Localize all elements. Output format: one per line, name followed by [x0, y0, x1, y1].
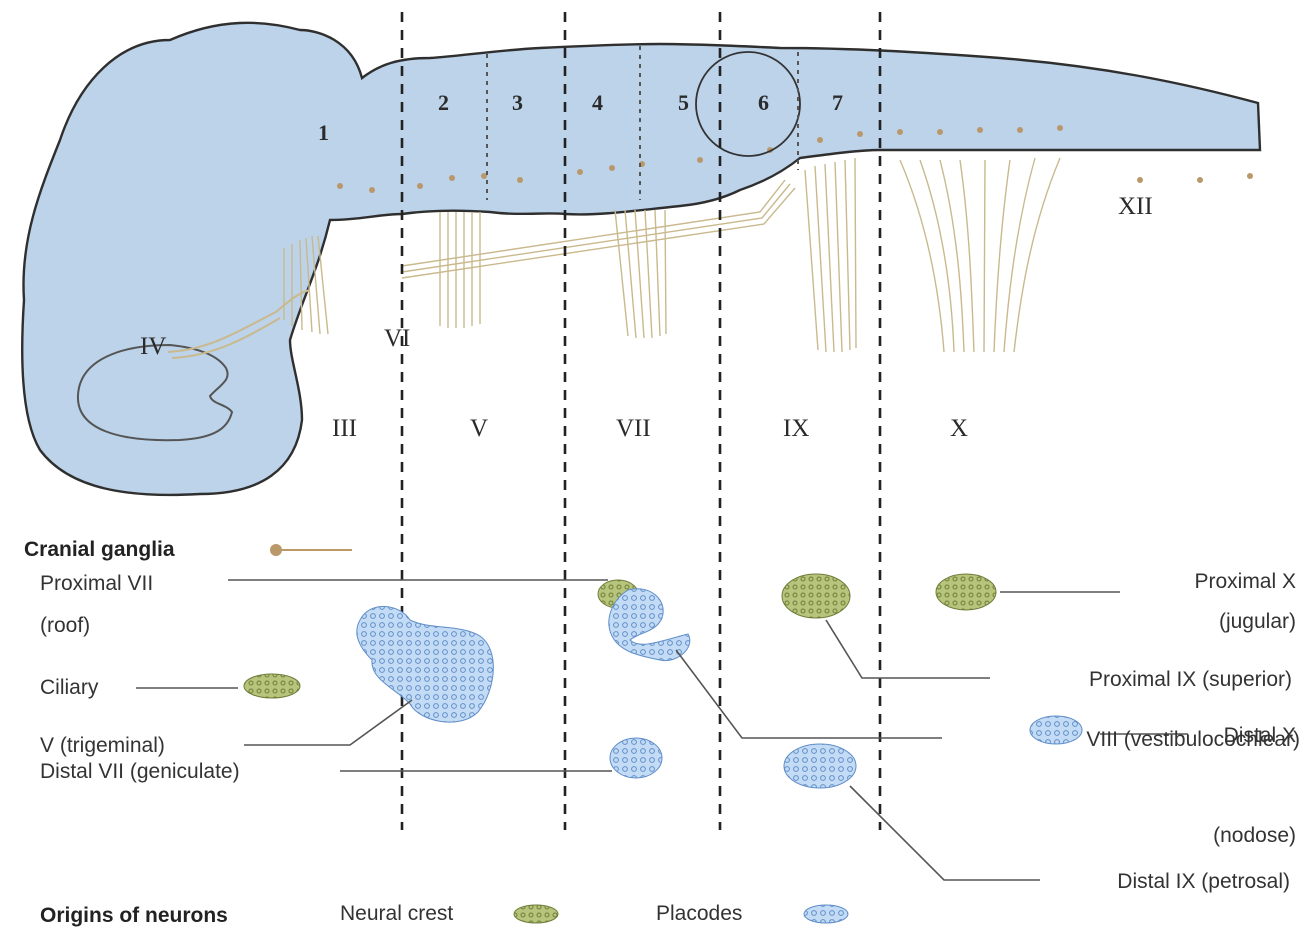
nerve-label-v: V [470, 415, 488, 442]
rhombomere-6: 6 [758, 90, 769, 115]
distal-vii-ganglion [610, 738, 662, 778]
distal-x-ganglion [1030, 716, 1082, 744]
neural-crest-legend-label: Neural crest [340, 902, 453, 925]
proximal-vii-label: Proximal VII [40, 572, 153, 595]
trigeminal-label: V (trigeminal) [40, 734, 165, 757]
nerve-label-x: X [950, 415, 968, 442]
rhombomere-1: 1 [318, 120, 329, 145]
neural-crest-cluster-icon [514, 905, 558, 923]
nerve-label-xii: XII [1118, 193, 1153, 220]
distal-vii-label: Distal VII (geniculate) [40, 760, 240, 783]
nerve-label-iv: IV [140, 333, 166, 360]
distal-x-sublabel: (nodose) [1213, 824, 1296, 847]
ciliary-label: Ciliary [40, 676, 99, 699]
cranial-ganglia-heading: Cranial ganglia [24, 538, 175, 561]
ciliary-ganglion [244, 674, 300, 698]
trigeminal-ganglion [357, 606, 494, 722]
nerve-label-vii: VII [616, 415, 651, 442]
distal-ix-ganglion [784, 744, 856, 788]
vii-viii-ganglion-complex [598, 580, 690, 661]
fiber-bundle-ix [805, 158, 856, 352]
nerve-label-ix: IX [783, 415, 809, 442]
placodes-legend-label: Placodes [656, 902, 742, 925]
origins-legend-title: Origins of neurons [40, 904, 228, 927]
proximal-ix-label: Proximal IX (superior) [1089, 668, 1292, 691]
ganglion-pin-icon [270, 544, 352, 556]
distal-x-label: Distal X [1224, 724, 1296, 747]
fiber-bundle-x [900, 158, 1060, 352]
nerve-label-vi: VI [384, 325, 410, 352]
rhombomere-2: 2 [438, 90, 449, 115]
rhombomere-3: 3 [512, 90, 523, 115]
rhombomere-4: 4 [592, 90, 603, 115]
placode-cluster-icon [804, 905, 848, 923]
proximal-x-ganglion [936, 574, 996, 610]
rhombomere-5: 5 [678, 90, 689, 115]
proximal-vii-sublabel: (roof) [40, 614, 90, 637]
proximal-x-sublabel: (jugular) [1219, 610, 1296, 633]
proximal-ix-ganglion [782, 574, 850, 618]
rhombomere-7: 7 [832, 90, 843, 115]
distal-ix-label: Distal IX (petrosal) [1117, 870, 1290, 893]
proximal-x-label: Proximal X [1194, 570, 1296, 593]
fiber-bundle-vii [615, 210, 666, 338]
nerve-label-iii: III [332, 415, 357, 442]
